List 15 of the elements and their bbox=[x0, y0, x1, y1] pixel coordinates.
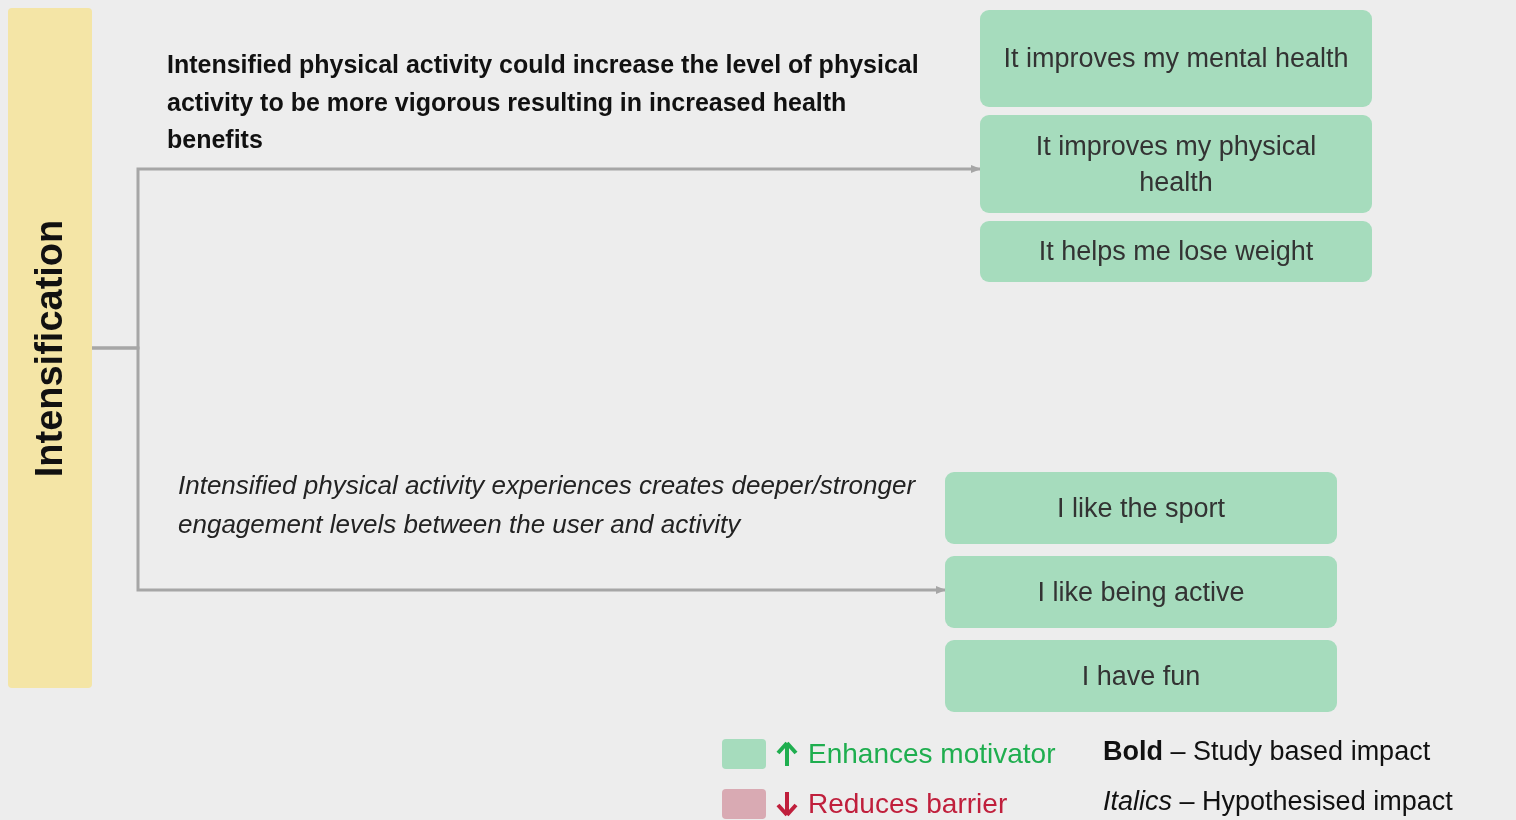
edge-label: Intensified physical activity could increase the level of physical activity to be more vigorous resulting in increased health benefits bbox=[167, 49, 920, 155]
legend-note: Italics – Hypothesised impact bbox=[1103, 786, 1453, 817]
motivator-box: It helps me lose weight bbox=[980, 221, 1372, 282]
motivator-box: It improves my physical health bbox=[980, 115, 1372, 213]
legend-label: Reduces barrier bbox=[808, 788, 1008, 820]
motivator-box: I like the sport bbox=[945, 472, 1337, 544]
connector-arrow bbox=[92, 346, 946, 594]
legend-note: Bold – Study based impact bbox=[1103, 736, 1431, 767]
motivator-box: It improves my mental health bbox=[980, 10, 1372, 107]
motivator-box: I like being active bbox=[945, 556, 1337, 628]
category-title: Intensification bbox=[28, 219, 72, 477]
motivator-box: I have fun bbox=[945, 640, 1337, 712]
edge-label: Intensified physical activity experiences creates deeper/stronger engagement levels between the user and activity bbox=[178, 469, 917, 541]
category-bar bbox=[8, 8, 92, 688]
legend-label: Enhances motivator bbox=[808, 738, 1056, 770]
